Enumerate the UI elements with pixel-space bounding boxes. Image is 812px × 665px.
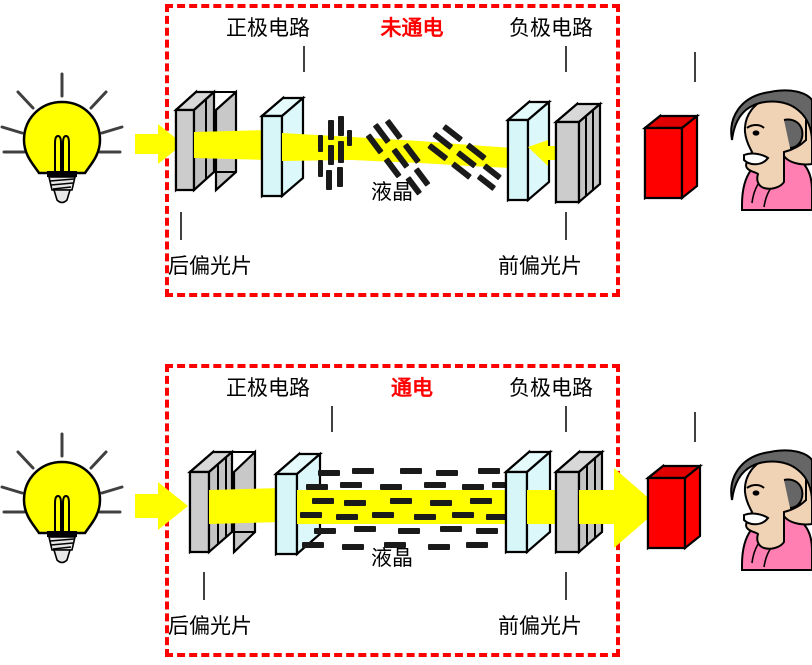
light-beam-seg1-bottom [209,488,282,524]
light-beam-lc-bottom [297,490,512,524]
label-negative-circuit-bottom: 负极电路 [509,376,593,400]
liquid-crystal-molecules-bottom [300,468,514,550]
artwork-unpowered [0,72,812,211]
label-liquid-crystal-bottom: 液晶 [371,546,413,570]
panel-unpowered: 正极电路 未通电 负极电路 后偏光片 前偏光片 液晶 [0,4,812,297]
front-polarizer-plate-bottom [553,449,605,555]
panel-powered: 正极电路 通电 负极电路 后偏光片 前偏光片 液晶 [0,332,812,665]
label-rear-polarizer-bottom: 后偏光片 [168,614,252,638]
display-screen-bottom [644,463,704,551]
light-beam-entry-top [135,124,183,164]
light-bulb-icon-bottom [0,432,124,564]
label-power-state-top: 未通电 [380,16,444,40]
light-beam-entry-bottom [135,482,188,530]
tick-negative-circuit-bottom [565,406,567,432]
label-positive-circuit-top: 正极电路 [226,16,310,40]
label-power-state-bottom: 通电 [391,376,433,400]
tick-positive-circuit-top [303,46,305,72]
tick-front-polarizer-bottom [565,572,567,600]
label-negative-circuit-top: 负极电路 [509,16,593,40]
label-positive-circuit-bottom: 正极电路 [226,376,310,400]
artwork-powered [0,432,812,571]
liquid-crystal-molecules-top [318,116,502,196]
display-screen-top [641,113,701,201]
light-beam-seg1-top [194,130,268,160]
label-rear-polarizer-top: 后偏光片 [168,254,252,278]
label-front-polarizer-top: 前偏光片 [498,254,582,278]
tick-negative-circuit-top [565,46,567,72]
viewer-person-top [730,89,812,211]
tick-rear-polarizer-top [180,212,182,240]
rear-polarizer-plate-bottom [187,449,257,555]
label-liquid-crystal-top: 液晶 [371,180,413,204]
front-polarizer-plate-top [553,101,603,205]
tick-rear-polarizer-bottom [203,572,205,600]
light-bulb-icon [0,72,124,204]
tick-viewer-bottom [694,412,696,442]
viewer-person-bottom [730,449,812,571]
tick-positive-circuit-bottom [331,406,333,432]
tick-front-polarizer-top [565,212,567,240]
label-front-polarizer-bottom: 前偏光片 [498,614,582,638]
light-beam-exit-bottom [579,468,660,548]
tick-viewer-top [694,52,696,82]
